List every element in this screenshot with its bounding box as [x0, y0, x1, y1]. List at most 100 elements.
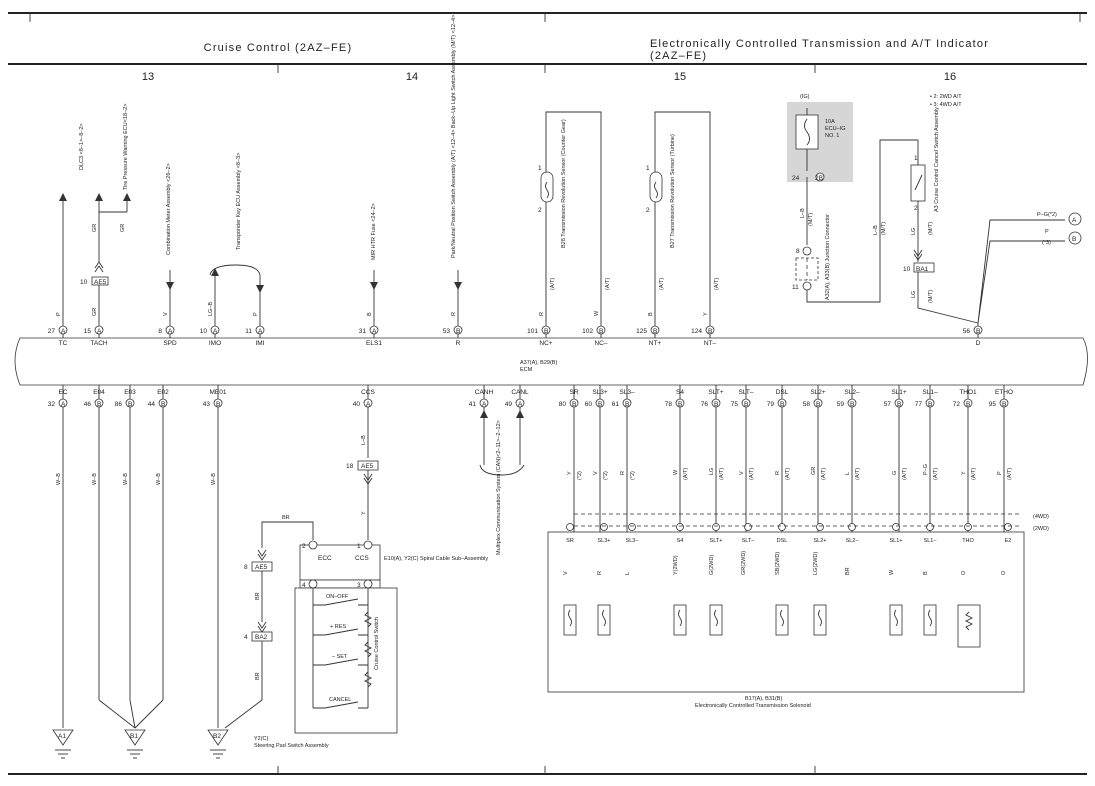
ground-b1 [124, 729, 146, 759]
solenoid-signal: SL2+ [814, 538, 827, 544]
bottom-pin-tag: (A/T) [821, 468, 827, 480]
top-pin-circle [210, 325, 220, 335]
solenoid-coil-winding [714, 609, 718, 627]
top-pin-signal: NT– [704, 340, 717, 347]
off-page-a: A [1072, 217, 1077, 224]
solenoid-wire: O [1001, 570, 1007, 575]
note-4wd: • 3: 4WD A/T [930, 102, 962, 108]
solenoid-wire: SB(2WD) [775, 552, 781, 575]
set-label: – SET [332, 654, 348, 660]
solenoid-signal: SLT+ [710, 538, 723, 544]
top-pin-wire: P [56, 312, 62, 316]
solenoid-pin-circle [1004, 523, 1012, 531]
top-pin-number: 102 [582, 328, 593, 335]
bottom-pin-circle [479, 398, 489, 408]
bottom-pin-circle [595, 398, 605, 408]
ecm-bottom-pins: A32ECW–BB46E04W–BB86E03W–BB44E02W–BB43ME… [48, 385, 1013, 532]
solenoid-pin-circle [628, 523, 636, 531]
bottom-pin-signal: SLT+ [708, 389, 723, 396]
solenoid-coil-winding [894, 609, 898, 627]
solenoid-wire: Y(2WD) [673, 555, 679, 575]
wire-lg-2: LG [911, 291, 917, 298]
bottom-pin-wire: W–B [92, 473, 98, 485]
bottom-pin-tag: (A/T) [785, 468, 791, 480]
ground-a1-label: A1 [58, 733, 66, 740]
solenoid-signal: SL1– [924, 538, 938, 544]
solenoid-wire: BR [845, 567, 851, 575]
solenoid-coil [889, 604, 903, 636]
wire-y: Y [361, 511, 367, 515]
top-pin-connector: A [372, 328, 377, 335]
a3-pin2: 2 [914, 205, 918, 212]
top-pin-circle [369, 325, 379, 335]
bottom-pin-number: 46 [84, 401, 92, 408]
pin-3: 3 [357, 582, 361, 589]
bottom-pin-signal: THO1 [959, 389, 977, 396]
top-pin-connector: B [653, 328, 657, 335]
solenoid-pin-circle [676, 523, 684, 531]
section-14: 14 [406, 71, 418, 83]
top-pin-circle [255, 325, 265, 335]
solenoid-signal: THO [962, 538, 974, 544]
wire-lb-2: L–B [873, 225, 879, 235]
bottom-pin-circle [813, 398, 823, 408]
top-pin-circle [541, 325, 551, 335]
bottom-pin-tag: (*2) [577, 471, 583, 480]
bottom-pin-number: 32 [48, 401, 56, 408]
fuse-line3: NO. 1 [825, 133, 839, 139]
top-pin-number: 15 [84, 328, 92, 335]
ae5-pin: 18 [346, 463, 354, 470]
bottom-pin-circle [963, 398, 973, 408]
ground-b2-label: B2 [213, 733, 221, 740]
bottom-pin-signal: SLT– [738, 389, 753, 396]
bottom-pin-connector: A [518, 401, 523, 408]
ground-a1 [52, 729, 74, 759]
top-pin-number: 125 [636, 328, 647, 335]
ba1-pin: 10 [903, 266, 911, 273]
bottom-pin-wire: P [997, 471, 1003, 475]
note-2wd: • 2: 2WD A/T [930, 94, 962, 100]
top-pin-at: (A/T) [605, 278, 611, 290]
solenoid-pin-circle [778, 523, 786, 531]
bottom-pin-circle [515, 398, 525, 408]
top-pin-connector: A [97, 328, 102, 335]
combo-wiring [166, 270, 174, 323]
bottom-pin-connector: A [366, 401, 371, 408]
solenoid-coil-winding [928, 609, 932, 627]
label-b28: B28 Transmission Revolution Sensor (Coun… [561, 119, 567, 248]
solenoid-pin-circle [712, 523, 720, 531]
jc-label: A32(A), A33(B) Junction Connector [825, 214, 831, 300]
bottom-pin-connector: B [897, 401, 901, 408]
bottom-pin-tag: (A/T) [1007, 468, 1013, 480]
bottom-pin-wire: W–B [211, 473, 217, 485]
solenoid-pin-circle [848, 523, 856, 531]
bottom-pin-number: 59 [837, 401, 845, 408]
top-pin-signal: SPD [163, 340, 177, 347]
wire-p3: P [1045, 229, 1049, 235]
bottom-pin-wire: Y [567, 471, 573, 475]
label-dlc3: DLC3 <8–1>–8–2> [79, 123, 85, 170]
wire-lb-ccs: L–B [361, 435, 367, 445]
thermistor-symbol [964, 611, 974, 631]
top-pin-connector: B [599, 328, 603, 335]
bottom-pin-number: 86 [115, 401, 123, 408]
solenoid-signal: SR [566, 538, 574, 544]
bottom-pin-connector: B [572, 401, 576, 408]
fuse-ig: (IG) [800, 94, 810, 100]
top-pin-number: 124 [691, 328, 702, 335]
ground-wiring [62, 409, 219, 729]
top-pin-number: 56 [963, 328, 971, 335]
bottom-pin-number: 77 [915, 401, 923, 408]
section-13: 13 [142, 71, 154, 83]
bottom-pin-connector: B [744, 401, 748, 408]
ccsw-label: Cruise Control Switch [374, 617, 380, 670]
wire-p3b: (*3) [1042, 240, 1051, 246]
fuse-pin: 24 [792, 175, 800, 182]
bottom-pin-signal: E03 [124, 389, 136, 396]
b27-pin1: 1 [646, 165, 650, 172]
ecc-label: ECC [318, 555, 332, 562]
fuse-block [787, 102, 853, 182]
solenoid-signal: SL1+ [890, 538, 903, 544]
top-pin-wire: R [539, 312, 545, 316]
bottom-pin-signal: DSL [776, 389, 789, 396]
